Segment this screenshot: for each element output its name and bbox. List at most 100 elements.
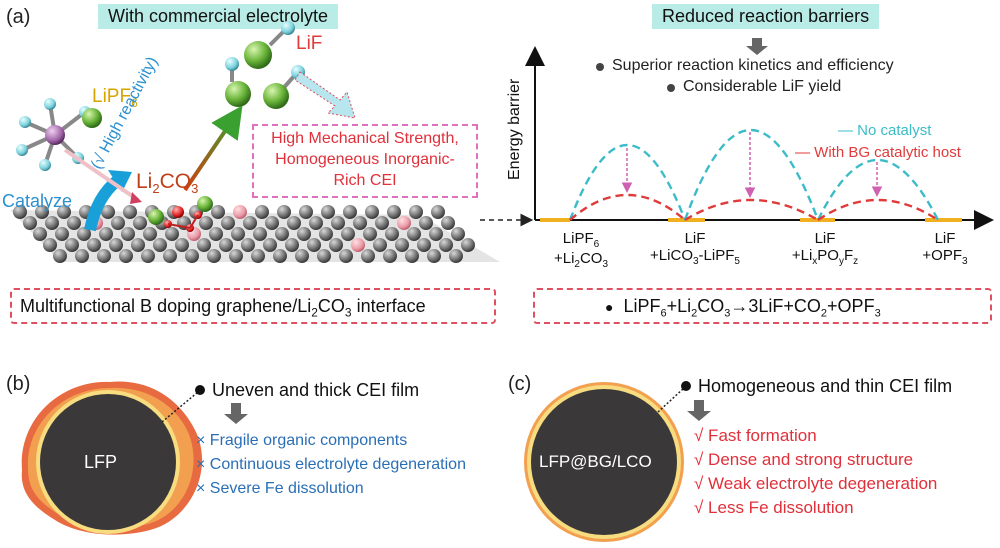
panel-b-item: × Continuous electrolyte degeneration: [196, 456, 466, 473]
carbon-atom: [317, 249, 331, 263]
carbon-atom: [253, 227, 267, 241]
interface-box: Multifunctional B doping graphene/Li2CO3…: [10, 288, 496, 324]
label-catalyze: Catalyze: [2, 191, 73, 211]
cei-line-3: Rich CEI: [333, 172, 397, 189]
reaction-box: ●LiPF6+Li2CO3→3LiF+CO2+OPF3: [533, 288, 992, 324]
panel-b-list: × Fragile organic components × Continuou…: [196, 429, 466, 501]
carbon-atom: [123, 205, 137, 219]
carbon-atom: [243, 216, 257, 230]
carbon-atom: [109, 238, 123, 252]
carbon-atom: [387, 205, 401, 219]
carbon-atom: [131, 238, 145, 252]
carbon-atom: [229, 249, 243, 263]
carbon-atom: [55, 227, 69, 241]
carbon-atom: [295, 249, 309, 263]
xlabel-3: LiF +LixPOyFz: [791, 230, 859, 267]
carbon-atom: [67, 216, 81, 230]
callout-dot-c: [681, 381, 691, 391]
carbon-atom: [373, 238, 387, 252]
lfp-particle-c: [524, 382, 684, 542]
lipf6-path: [63, 148, 140, 202]
carbon-atom: [385, 227, 399, 241]
panel-label-a: (a): [6, 6, 31, 28]
carbon-atom: [209, 227, 223, 241]
carbon-atom: [299, 205, 313, 219]
panel-c-item: √ Less Fe dissolution: [694, 498, 854, 517]
interface-label: Multifunctional B doping graphene/Li2CO3…: [20, 296, 426, 320]
conversion-arrow: [183, 105, 243, 192]
panel-b-particle-label: LFP: [84, 452, 118, 472]
callout-dot-b: [195, 385, 205, 395]
panel-c-list: √ Fast formation √ Dense and strong stru…: [694, 424, 937, 520]
carbon-atom: [97, 249, 111, 263]
carbon-atom: [99, 227, 113, 241]
arrow-c: [687, 400, 711, 421]
carbon-atom: [429, 227, 443, 241]
lif-molecules: [225, 21, 305, 109]
lif-to-cei-arrow: [294, 71, 356, 119]
panel-c-title: Homogeneous and thin CEI film: [698, 376, 953, 396]
panel-b-item: × Severe Fe dissolution: [196, 480, 364, 497]
label-lipf6: LiPF6: [92, 86, 138, 110]
cei-box: High Mechanical Strength, Homogeneous In…: [252, 124, 478, 198]
carbon-atom: [231, 227, 245, 241]
xlabel-4: LiF +OPF3: [922, 230, 968, 267]
cei-line-1: High Mechanical Strength,: [271, 130, 459, 147]
boron-atom: [351, 238, 365, 252]
carbon-atom: [275, 227, 289, 241]
carbon-atom: [119, 249, 133, 263]
carbon-atom: [395, 238, 409, 252]
carbon-atom: [251, 249, 265, 263]
carbon-atom: [163, 249, 177, 263]
carbon-atom: [383, 249, 397, 263]
carbon-atom: [165, 227, 179, 241]
carbon-atom: [35, 205, 49, 219]
carbon-atom: [141, 249, 155, 263]
xlabel-2: LiF +LiCO3-LiPF5: [650, 230, 740, 267]
carbon-atom: [133, 216, 147, 230]
carbon-atom: [361, 249, 375, 263]
lfp-particle-b: [21, 381, 203, 535]
carbon-atom: [427, 249, 441, 263]
carbon-atom: [13, 205, 27, 219]
carbon-atom: [263, 238, 277, 252]
panel-label-c: (c): [508, 373, 532, 395]
carbon-atom: [449, 249, 463, 263]
banner-reduced-barriers: Reduced reaction barriers: [652, 4, 880, 29]
carbon-atom: [23, 216, 37, 230]
reaction-equation: ●LiPF6+Li2CO3→3LiF+CO2+OPF3: [605, 296, 881, 320]
carbon-atom: [409, 205, 423, 219]
carbon-atom: [211, 205, 225, 219]
label-li2co3: Li2CO3: [136, 170, 199, 197]
carbon-atom: [101, 205, 115, 219]
carbon-atom: [87, 238, 101, 252]
panel-c-item: √ Fast formation: [694, 426, 817, 445]
carbon-atom: [197, 238, 211, 252]
carbon-atom: [75, 249, 89, 263]
carbon-atom: [331, 216, 345, 230]
carbon-atom: [405, 249, 419, 263]
carbon-atom: [277, 205, 291, 219]
panel-label-b: (b): [6, 373, 31, 395]
carbon-atom: [273, 249, 287, 263]
carbon-atom: [431, 205, 445, 219]
carbon-atom: [321, 205, 335, 219]
carbon-atom: [255, 205, 269, 219]
boron-atom: [397, 216, 411, 230]
carbon-atom: [65, 238, 79, 252]
carbon-atom: [439, 238, 453, 252]
cei-line-2: Homogeneous Inorganic-: [275, 151, 455, 168]
carbon-atom: [287, 216, 301, 230]
carbon-atom: [417, 238, 431, 252]
carbon-atom: [339, 249, 353, 263]
carbon-atom: [461, 238, 475, 252]
carbon-atom: [185, 249, 199, 263]
carbon-atom: [111, 216, 125, 230]
carbon-atom: [53, 249, 67, 263]
carbon-atom: [307, 238, 321, 252]
bullet-lif-yield: Considerable LiF yield: [683, 78, 842, 95]
graphene-sheet: [10, 205, 500, 263]
carbon-atom: [207, 249, 221, 263]
carbon-atom: [199, 216, 213, 230]
